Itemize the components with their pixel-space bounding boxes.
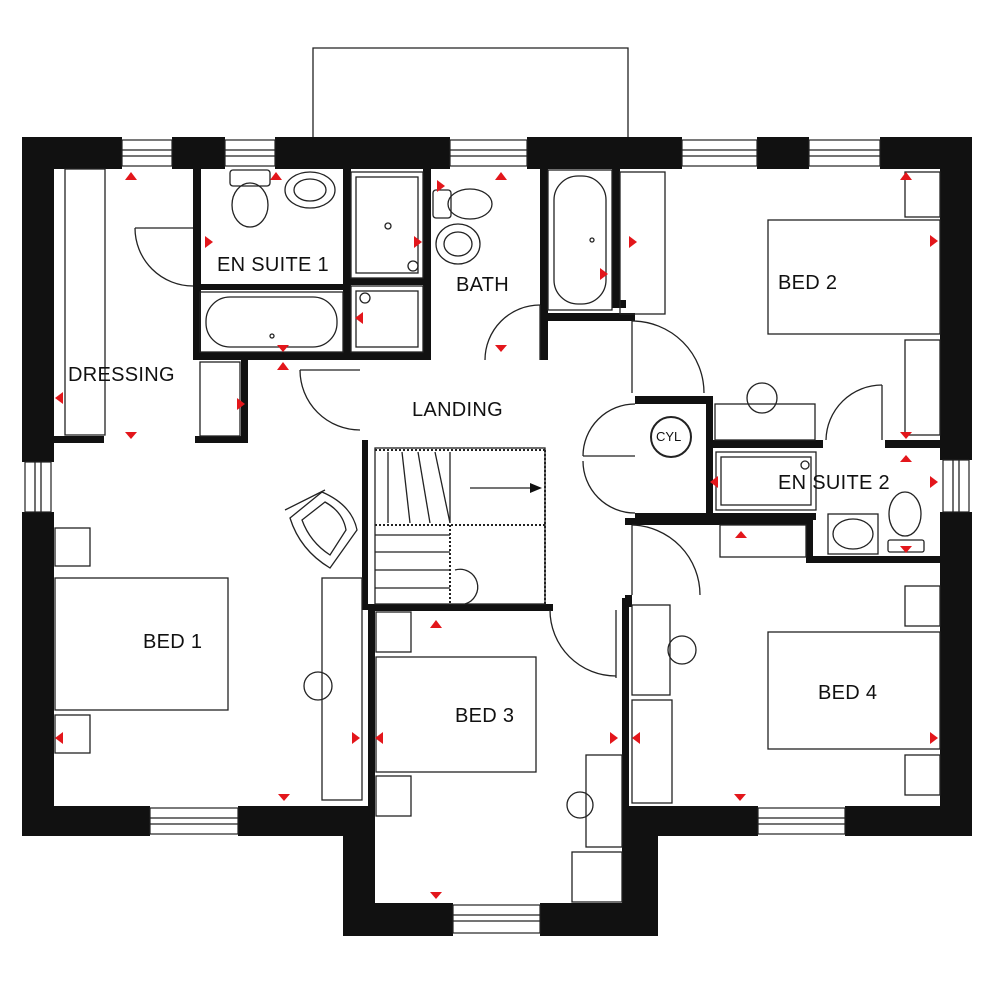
- balcony-outline: [312, 47, 629, 140]
- room-label-bed-1: BED 1: [143, 631, 203, 653]
- room-label-bath: BATH: [456, 274, 510, 296]
- room-label-en-suite-2: EN SUITE 2: [778, 472, 890, 494]
- internal-walls: [54, 166, 942, 906]
- room-label-cyl: CYL: [656, 429, 682, 444]
- staircase: [374, 447, 546, 605]
- doors: [134, 227, 883, 678]
- room-label-en-suite-1: EN SUITE 1: [217, 254, 329, 276]
- socket-markers: [55, 172, 938, 899]
- room-label-bed-4: BED 4: [818, 682, 878, 704]
- windows: [24, 139, 970, 934]
- room-label-bed-3: BED 3: [455, 705, 515, 727]
- room-label-landing: LANDING: [412, 399, 504, 421]
- room-label-dressing: DRESSING: [68, 364, 175, 386]
- outer-walls: [22, 137, 972, 936]
- fixtures: [54, 168, 941, 903]
- room-label-bed-2: BED 2: [778, 272, 838, 294]
